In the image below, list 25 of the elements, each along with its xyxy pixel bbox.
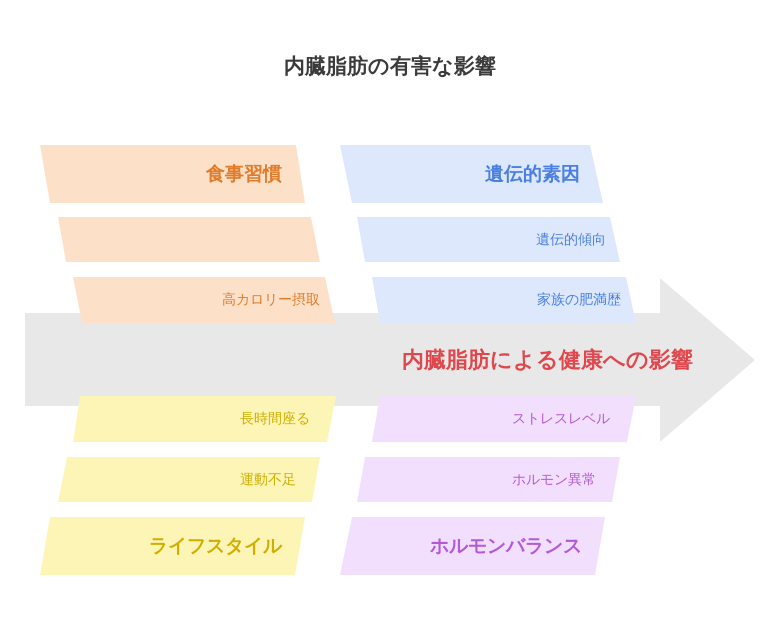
cause-label: ホルモン異常 [512,470,596,488]
category-heading: 食事習慣 [206,162,282,187]
cause-label: 運動不足 [240,470,296,488]
cause-label: 遺伝的傾向 [536,230,606,248]
category-box [40,517,305,575]
category-heading: 遺伝的素因 [485,162,580,187]
cause-box [357,457,620,502]
category-box [340,517,605,575]
cause-label: 家族の肥満歴 [537,291,621,309]
cause-label: 長時間座る [240,410,310,428]
cause-box [73,277,335,323]
category-heading: ライフスタイル [149,534,282,559]
cause-label: ストレスレベル [512,410,610,428]
category-box [40,145,305,203]
cause-box [372,277,636,323]
effect-label: 内臓脂肪による健康への影響 [402,347,693,375]
cause-box [372,396,636,442]
cause-box [73,396,336,442]
cause-box [357,217,620,262]
cause-box [58,457,320,502]
cause-label: 高カロリー摂取 [222,291,320,309]
category-heading: ホルモンバランス [430,534,582,559]
cause-box [58,217,320,262]
title: 内臓脂肪の有害な影響 [283,53,497,80]
category-box [340,145,603,203]
